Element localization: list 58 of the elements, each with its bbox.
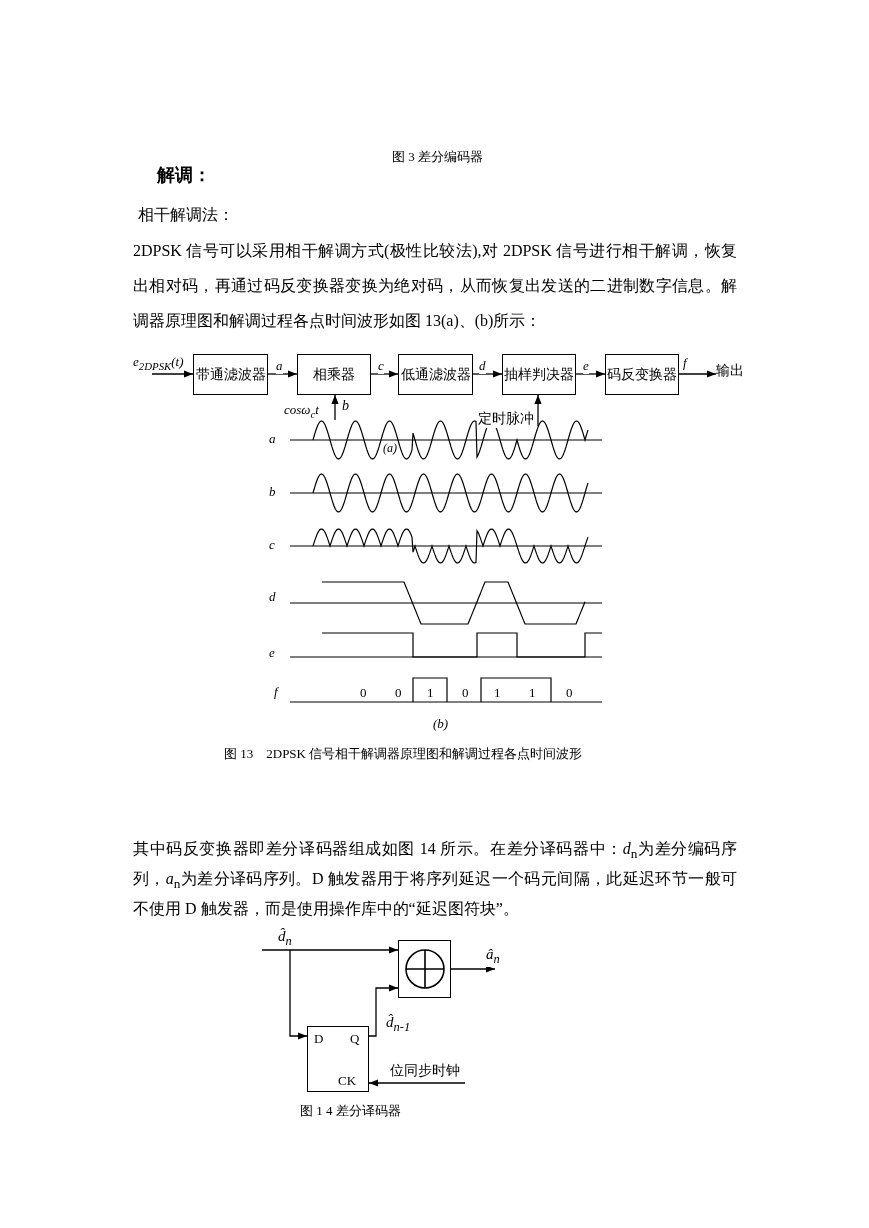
subfigure-label: (b) [433, 716, 449, 732]
bit-value: 1 [427, 685, 434, 701]
paragraph: 其中码反变换器即差分译码器组成如图 14 所示。在差分译码器中：d$_{n}$为差分编码序列，a$_{n}$为差分译码序列。D 触发器用于将序列延迟一个码元间隔，此延迟环节一般可不使用 D 触发器，而是使用操作库中的“延迟图符块”。 [133, 839, 737, 920]
row-label: c [269, 537, 275, 553]
signal-label: cosω$_{c}$t [284, 402, 319, 420]
figure-caption: 图 13 2DPSK 信号相干解调器原理图和解调过程各点时间波形 [224, 745, 583, 763]
figure-caption: 图 3 差分编码器 [392, 148, 483, 166]
block-label: 码反变换器 [607, 365, 677, 384]
edge-label: 位同步时钟 [390, 1062, 460, 1080]
row-label: d [269, 589, 276, 605]
filter-box [193, 354, 268, 395]
edge-label: 定时脉冲 [478, 410, 534, 428]
bit-value: 0 [462, 685, 469, 701]
arrow [331, 394, 339, 421]
row-label: b [269, 484, 276, 500]
section-heading: 解调： [157, 164, 211, 187]
figure-caption: 图 1 4 差分译码器 [300, 1102, 401, 1120]
edge-label: e$_{2DPSK}$(t) [133, 354, 184, 372]
edge-label: d [479, 358, 486, 374]
arrow [450, 965, 496, 973]
pin-label: D [314, 1031, 324, 1047]
filter-box [398, 354, 473, 395]
output-label: 输出 [716, 362, 748, 386]
flip-flop-box [307, 1026, 369, 1092]
multiplier-box [297, 354, 371, 395]
pin-label: Q [350, 1031, 360, 1047]
arrow [261, 946, 399, 954]
block-label: 带通滤波器 [195, 365, 266, 384]
edge-label: f [683, 355, 687, 371]
arrow [151, 370, 194, 378]
paragraph: 2DPSK 信号可以采用相干解调方式(极性比较法),对 2DPSK 信号进行相干解调，恢复出相对码，再通过码反变换器变换为绝对码，从而恢复出发送的二进制数字信息。解调器原理图和解调过程各点时间波形如图 13(a)、(b)所示： [133, 241, 737, 332]
block-label: 抽样判决器 [504, 365, 574, 384]
row-label: a [269, 431, 276, 447]
arrow [368, 1079, 466, 1087]
block-label: 低通滤波器 [400, 365, 471, 384]
adder-box [398, 940, 451, 998]
decision-box [502, 354, 576, 395]
bit-value: 0 [566, 685, 573, 701]
arrow [368, 984, 399, 1037]
pin-label: CK [338, 1073, 357, 1089]
arrow [370, 370, 399, 378]
subfigure-label: (a) [383, 441, 397, 456]
bit-value: 0 [360, 685, 367, 701]
bit-value: 1 [529, 685, 536, 701]
arrow [534, 394, 542, 427]
edge-label: â$_{n}$ [486, 946, 500, 967]
arrow [289, 949, 308, 1040]
subheading: 相干解调法： [138, 205, 234, 225]
row-label: e [269, 645, 275, 661]
row-label: f [274, 684, 278, 700]
converter-box [605, 354, 679, 395]
bit-value: 0 [395, 685, 402, 701]
block-label: 相乘器 [313, 365, 355, 384]
arrow [575, 370, 606, 378]
arrow [472, 370, 503, 378]
arrow [678, 370, 717, 378]
arrow [267, 370, 298, 378]
bit-value: 1 [494, 685, 501, 701]
